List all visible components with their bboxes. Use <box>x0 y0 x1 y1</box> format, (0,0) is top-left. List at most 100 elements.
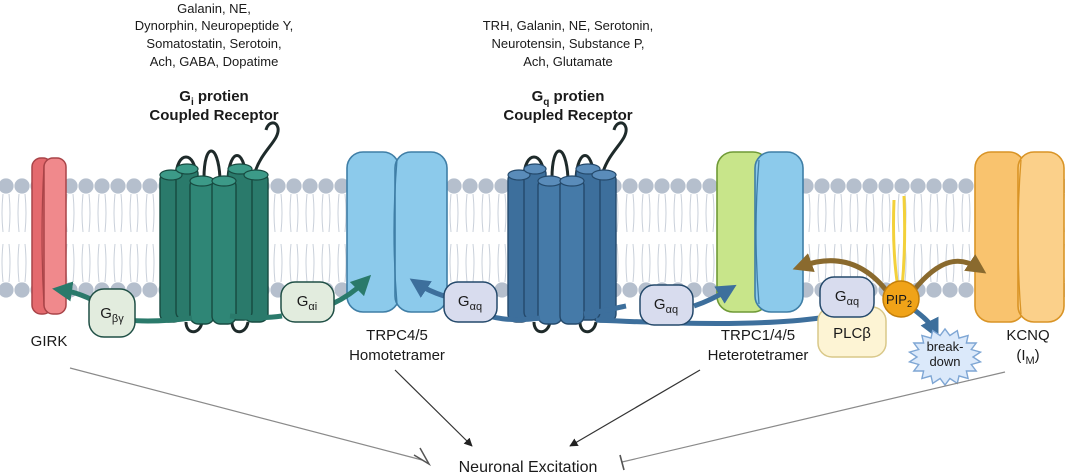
gi-receptor-title: Gi protien Coupled Receptor <box>149 88 278 124</box>
outcome-label: Neuronal Excitation <box>459 459 598 475</box>
girk-label: GIRK <box>31 333 68 350</box>
lipid-tail <box>481 243 484 283</box>
lipid-tail <box>24 243 27 283</box>
lipid-tail <box>872 193 875 233</box>
breakdown-line1: break- <box>927 339 964 354</box>
lipid-tail <box>849 193 852 233</box>
gq-title-sub: q <box>543 97 549 108</box>
gq-receptor-title: Gq protien Coupled Receptor <box>503 88 632 124</box>
lipid-tail <box>913 243 916 283</box>
lipid-head <box>942 282 958 298</box>
girk-inhibition-line <box>69 367 423 461</box>
lipid-tail <box>97 243 100 283</box>
lipid-tail <box>152 193 155 233</box>
gi-ligand-line: Galanin, NE, <box>177 1 251 16</box>
lipid-tail <box>712 243 715 283</box>
lipid-tail <box>881 243 884 283</box>
lipid-tail <box>17 193 20 233</box>
lipid-tail <box>321 193 324 233</box>
trpc145-channel <box>716 151 804 313</box>
svg-text:Gq protien: Gq protien <box>532 88 605 108</box>
lipid-tail <box>337 193 340 233</box>
lipid-head <box>0 178 14 194</box>
lipid-tail <box>81 193 84 233</box>
lipid-tail <box>312 243 315 283</box>
lipid-tail <box>840 193 843 233</box>
lipid-tail <box>488 243 491 283</box>
svg-text:(IM): (IM) <box>1016 347 1039 367</box>
lipid-tail <box>705 193 708 233</box>
lipid-head <box>78 178 94 194</box>
lipid-head <box>0 282 14 298</box>
lipid-tail <box>504 193 507 233</box>
lipid-tail <box>273 193 276 233</box>
lipid-tail <box>488 193 491 233</box>
lipid-tail <box>456 243 459 283</box>
gbg-sub: βγ <box>112 313 124 325</box>
lipid-tail <box>72 243 75 283</box>
gai-base: G <box>297 293 309 310</box>
lipid-head <box>270 178 286 194</box>
kcnq-line1: KCNQ <box>1006 327 1049 344</box>
lipid-head <box>958 178 974 194</box>
breakdown-line2: down <box>929 354 960 369</box>
lipid-tail <box>673 193 676 233</box>
lipid-tail <box>817 193 820 233</box>
trpc45-line1: TRPC4/5 <box>366 327 428 344</box>
lipid-tail <box>8 243 11 283</box>
lipid-tail <box>673 243 676 283</box>
lipid-tail <box>465 193 468 233</box>
lipid-tail <box>625 193 628 233</box>
lipid-tail <box>289 193 292 233</box>
lipid-tail <box>968 193 971 233</box>
gi-title-line2: Coupled Receptor <box>149 107 278 124</box>
pip2-lipid-tails <box>892 195 907 289</box>
lipid-head <box>14 282 30 298</box>
lipid-tail <box>305 243 308 283</box>
lipid-tail <box>680 193 683 233</box>
svg-text:Gαi: Gαi <box>297 293 317 313</box>
lipid-tail <box>97 193 100 233</box>
lipid-head <box>462 178 478 194</box>
lipid-head <box>654 178 670 194</box>
lipid-tail <box>833 193 836 233</box>
lipid-tail <box>696 243 699 283</box>
lipid-tail <box>696 193 699 233</box>
lipid-tail <box>145 193 148 233</box>
gbg-base: G <box>100 305 112 322</box>
lipid-tail <box>113 243 116 283</box>
gi-receptor <box>159 121 280 334</box>
lipid-head <box>622 282 638 298</box>
lipid-head <box>14 178 30 194</box>
kcnq-line2-suffix: ) <box>1035 347 1040 364</box>
gq-ligand-list: TRH, Galanin, NE, Serotonin, Neurotensin… <box>483 18 654 69</box>
g-beta-gamma-subunit: Gβγ <box>88 288 136 338</box>
trpc45-channel <box>346 151 448 313</box>
lipid-tail <box>120 243 123 283</box>
kcnq-line2-prefix: (I <box>1016 347 1025 364</box>
pip2-sub: 2 <box>907 299 912 309</box>
lipid-tail <box>888 193 891 233</box>
gq-title-line2: Coupled Receptor <box>503 107 632 124</box>
svg-text:Gαq: Gαq <box>654 296 678 316</box>
lipid-head <box>142 178 158 194</box>
lipid-tail <box>961 193 964 233</box>
lipid-tail <box>449 193 452 233</box>
lipid-head <box>638 178 654 194</box>
lipid-tail <box>689 193 692 233</box>
gaq3-base: G <box>835 288 847 305</box>
lipid-head <box>702 282 718 298</box>
gaq2-base: G <box>654 296 666 313</box>
lipid-tail <box>497 193 500 233</box>
lipid-tail <box>8 193 11 233</box>
trpc145-line2: Heterotetramer <box>708 347 809 364</box>
lipid-tail <box>888 243 891 283</box>
lipid-head <box>110 178 126 194</box>
g-alpha-q-subunit-middle: Gαq <box>639 284 694 326</box>
lipid-tail <box>24 193 27 233</box>
lipid-tail <box>689 243 692 283</box>
lipid-tail <box>920 193 923 233</box>
lipid-tail <box>481 193 484 233</box>
